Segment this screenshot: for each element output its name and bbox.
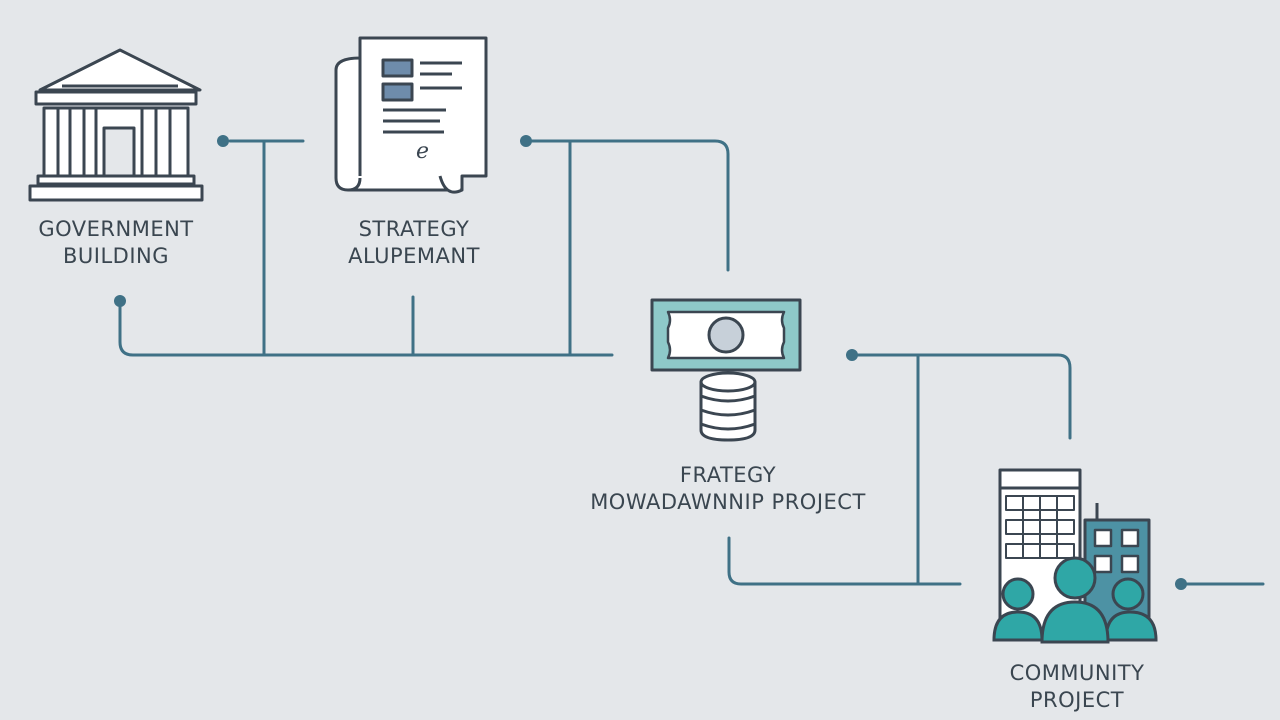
government-label-line2: BUILDING (62, 244, 170, 268)
money-project-label: FRATEGY MOWADAWNNIP PROJECT (570, 462, 886, 516)
connector-left-branch (228, 139, 305, 357)
connector-right-bus (856, 353, 1072, 440)
community-label-line1: COMMUNITY (1009, 661, 1145, 685)
connector-bottom (727, 353, 962, 586)
connector-dot (520, 135, 532, 147)
government-building-label: GOVERNMENT BUILDING (28, 216, 204, 270)
community-label-line2: PROJECT (1029, 688, 1125, 712)
connector-markers (114, 135, 1187, 590)
money-label-line2: MOWADAWNNIP PROJECT (590, 490, 866, 514)
connector-lines (118, 139, 1265, 586)
connector-left-bus (118, 303, 614, 357)
government-label-line1: GOVERNMENT (38, 217, 194, 241)
document-glyph: e (416, 139, 429, 164)
strategy-label: STRATEGY ALUPEMANT (328, 216, 500, 270)
connector-strategy-branch (528, 139, 730, 357)
money-label-line1: FRATEGY (679, 463, 777, 487)
strategy-label-line1: STRATEGY (358, 217, 470, 241)
connector-dot (846, 349, 858, 361)
strategy-document-icon (334, 36, 488, 194)
community-project-label: COMMUNITY PROJECT (990, 660, 1164, 714)
connector-dot (217, 135, 229, 147)
connector-dot (1175, 578, 1187, 590)
money-stack-icon (650, 298, 802, 442)
government-building-icon (28, 48, 204, 202)
strategy-label-line2: ALUPEMANT (348, 244, 480, 268)
people-icon (992, 556, 1158, 644)
connector-dot (114, 295, 126, 307)
